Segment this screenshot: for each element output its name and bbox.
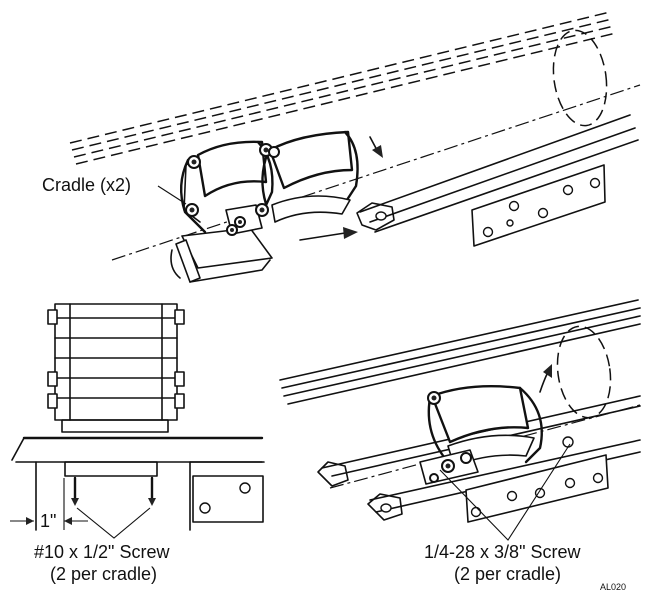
right-screw-label-line1: 1/4-28 x 3/8" Screw <box>424 542 581 562</box>
rail-left <box>64 461 265 531</box>
screws-left <box>71 476 156 539</box>
installed-cradle <box>419 385 574 485</box>
rail-top <box>356 114 639 247</box>
right-screw-leader <box>439 443 571 541</box>
slide-arrows <box>299 136 383 241</box>
centre-line-top <box>111 84 641 261</box>
right-screw-label-line2: (2 per cradle) <box>454 564 561 584</box>
rotate-arrow <box>539 364 552 393</box>
tank-dashed-outline <box>69 11 617 165</box>
cradle-leader-line <box>157 185 187 205</box>
left-screw-label-line2: (2 per cradle) <box>50 564 157 584</box>
spacing-label: 1" <box>40 511 56 531</box>
spacing-dimension <box>10 478 88 530</box>
cradle-assembly <box>170 130 359 283</box>
cradle-label: Cradle (x2) <box>42 175 131 195</box>
tank-lines-right <box>279 299 641 419</box>
bottom-right-view: 1/4-28 x 3/8" Screw (2 per cradle) AL020 <box>279 299 641 591</box>
left-screw-label-line1: #10 x 1/2" Screw <box>34 542 170 562</box>
cradle-front-view <box>47 303 185 433</box>
top-view: Cradle (x2) <box>42 11 641 283</box>
bottom-left-view: 1" #10 x 1/2" Screw (2 per cradle) <box>10 303 265 584</box>
figure-code: AL020 <box>600 582 626 591</box>
